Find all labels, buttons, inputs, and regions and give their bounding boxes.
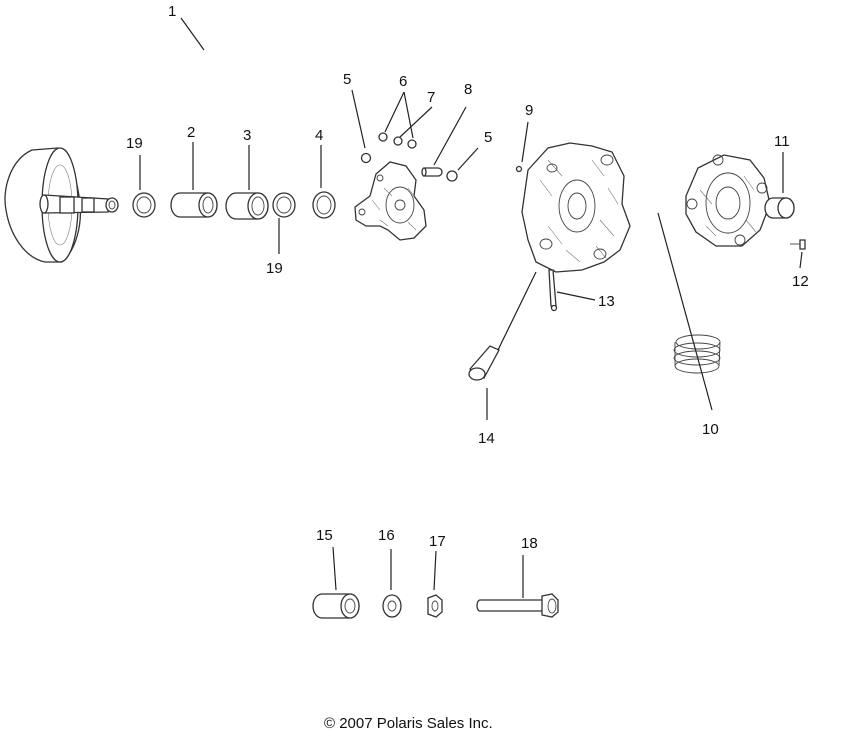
part-9-ball	[515, 165, 523, 173]
callout-16: 16	[378, 527, 395, 544]
part-19-washer-b	[272, 192, 296, 218]
callout-18: 18	[521, 535, 538, 552]
leader-6b	[403, 91, 414, 139]
callout-6: 6	[399, 73, 407, 90]
part-3-bushing	[225, 192, 269, 220]
part-5-roller-a	[360, 152, 372, 164]
spider-assembly	[354, 161, 427, 241]
leader-6a	[384, 91, 405, 133]
callout-2: 2	[187, 124, 195, 141]
cover-plate	[685, 154, 771, 247]
callout-3: 3	[243, 127, 251, 144]
part-12-screw	[790, 239, 806, 250]
callout-9: 9	[525, 102, 533, 119]
part-2-bushing	[170, 192, 218, 218]
leader-9	[521, 121, 529, 163]
part-11-bushing	[764, 197, 795, 219]
copyright-notice: © 2007 Polaris Sales Inc.	[324, 715, 493, 731]
part-6-rollers	[378, 132, 417, 149]
callout-5a: 5	[343, 71, 351, 88]
part-16-nut	[382, 594, 402, 618]
part-8-pin	[421, 167, 443, 177]
part-17-nut	[427, 594, 443, 618]
part-18-bolt	[476, 593, 559, 618]
moveable-sheave-housing	[521, 142, 631, 273]
leader-12	[799, 251, 803, 269]
callout-7: 7	[427, 89, 435, 106]
callout-13: 13	[598, 293, 615, 310]
part-19-washer-a	[132, 192, 156, 218]
callout-11: 11	[774, 133, 790, 150]
part-15-bushing	[312, 593, 360, 619]
callout-10: 10	[702, 421, 719, 438]
part-5-roller-b	[446, 170, 458, 182]
part-13-screw	[548, 269, 558, 312]
leader-8	[433, 106, 467, 166]
callout-5b: 5	[484, 129, 492, 146]
leader-17	[433, 550, 437, 591]
callout-1: 1	[168, 3, 176, 20]
callout-17: 17	[429, 533, 446, 550]
callout-14: 14	[478, 430, 495, 447]
leader-13	[556, 291, 596, 301]
callout-19b: 19	[266, 260, 283, 277]
leader-1	[180, 17, 205, 51]
callout-8: 8	[464, 81, 472, 98]
part-4-seal	[312, 191, 336, 219]
callout-19a: 19	[126, 135, 143, 152]
leader-7	[399, 106, 433, 138]
leader-10	[657, 212, 713, 411]
callout-12: 12	[792, 273, 809, 290]
leader-5a	[351, 89, 366, 149]
callout-4: 4	[315, 127, 323, 144]
leader-15	[332, 546, 337, 591]
leader-14b	[497, 271, 537, 351]
leader-5b	[457, 147, 479, 171]
callout-15: 15	[316, 527, 333, 544]
part-1-sheave-shaft	[4, 147, 119, 263]
part-14-weight	[468, 345, 500, 381]
